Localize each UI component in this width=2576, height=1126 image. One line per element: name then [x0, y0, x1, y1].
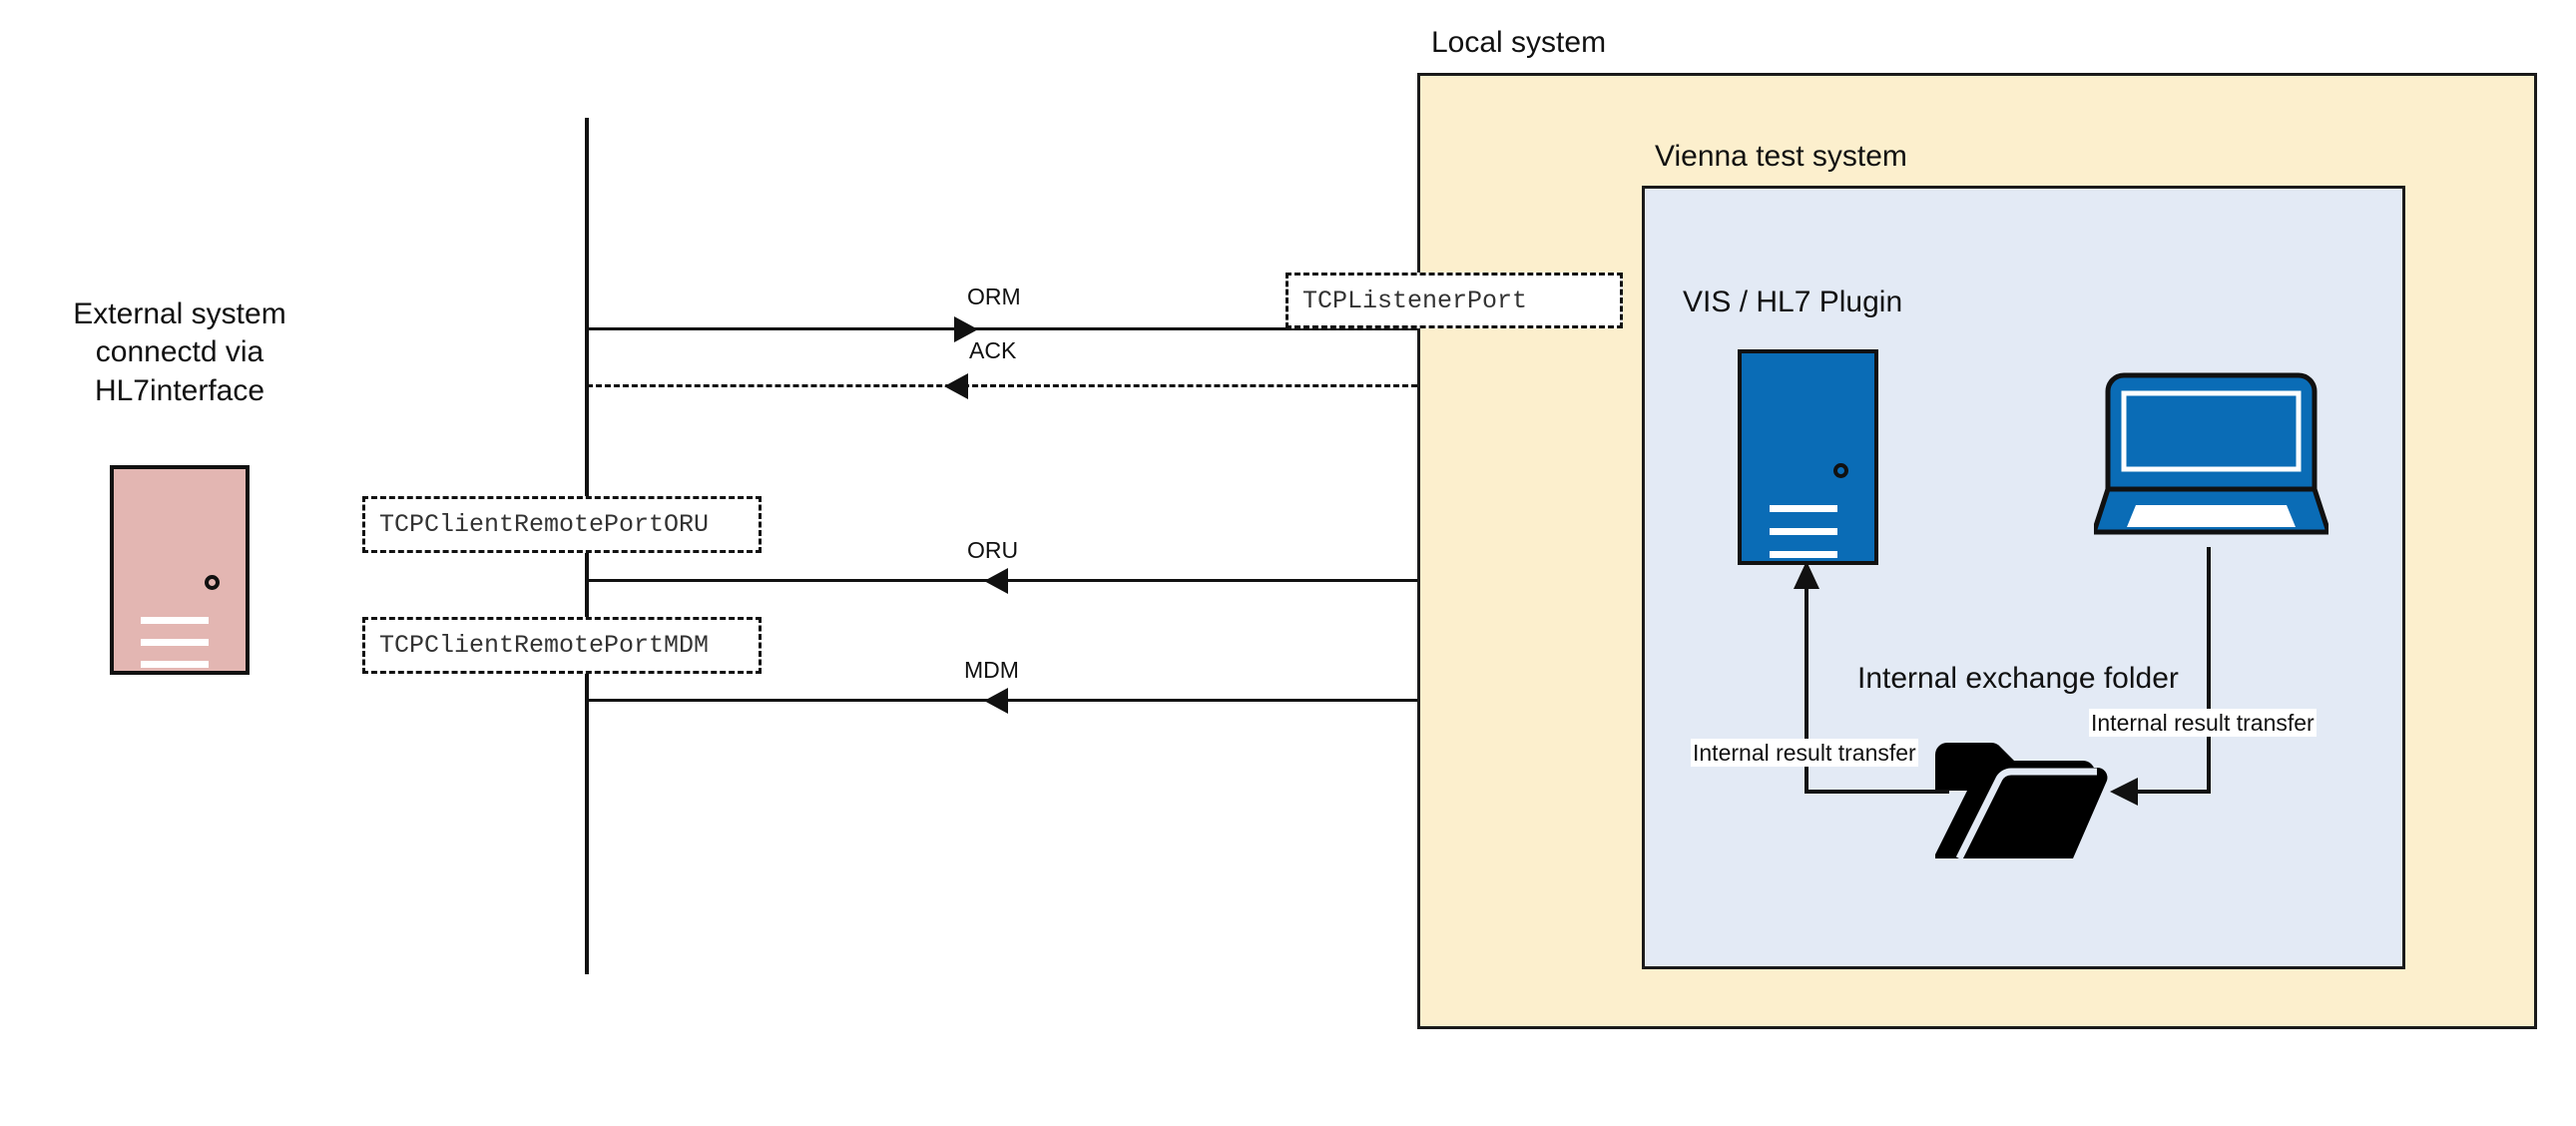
internal-transfer-left-vertical — [1804, 586, 1808, 794]
server-indicator-circle — [205, 575, 220, 590]
external-caption-line-2: connectd via — [95, 335, 264, 369]
vis-hl7-plugin-server-icon — [1738, 349, 1878, 565]
external-system-caption: External system connectd via HL7interfac… — [0, 295, 359, 410]
server-slot-bar — [141, 639, 209, 646]
workstation-laptop-icon — [2090, 369, 2332, 547]
message-arrowhead-ack — [944, 373, 968, 399]
server-slot-bar — [141, 661, 209, 668]
server-indicator-circle — [1833, 463, 1848, 478]
vis-hl7-plugin-label: VIS / HL7 Plugin — [1683, 285, 1903, 318]
internal-exchange-folder-icon — [1931, 737, 2111, 866]
internal-transfer-right-vertical — [2207, 547, 2211, 794]
message-label-ack: ACK — [969, 337, 1017, 363]
server-slot-bar — [1770, 551, 1837, 558]
local-system-label: Local system — [1431, 26, 1607, 59]
server-slot-bar — [1770, 528, 1837, 535]
external-caption-line-3: HL7interface — [94, 373, 265, 407]
external-server-icon — [110, 465, 250, 675]
internal-exchange-folder-label: Internal exchange folder — [1857, 662, 2179, 695]
message-label-mdm: MDM — [964, 657, 1019, 683]
port-annotation-tcp-listener-port: TCPListenerPort — [1286, 273, 1623, 328]
internal-transfer-right-horizontal — [2136, 790, 2211, 794]
internal-result-transfer-label-right: Internal result transfer — [2089, 709, 2317, 738]
message-arrowhead-mdm — [984, 688, 1008, 714]
message-line-orm — [587, 327, 1417, 330]
internal-transfer-left-horizontal — [1804, 790, 1949, 794]
message-arrowhead-orm — [954, 316, 978, 342]
port-annotation-tcp-client-remote-port-oru: TCPClientRemotePortORU — [362, 496, 762, 553]
internal-transfer-right-arrowhead — [2110, 778, 2138, 811]
internal-result-transfer-label-left: Internal result transfer — [1691, 739, 1918, 768]
vienna-test-system-label: Vienna test system — [1655, 140, 1907, 173]
external-caption-line-1: External system — [73, 297, 286, 330]
message-label-oru: ORU — [967, 537, 1019, 563]
server-slot-bar — [1770, 505, 1837, 512]
message-arrowhead-oru — [984, 568, 1008, 594]
message-label-orm: ORM — [967, 283, 1021, 309]
port-annotation-tcp-client-remote-port-mdm: TCPClientRemotePortMDM — [362, 617, 762, 674]
internal-transfer-left-arrowhead — [1794, 561, 1819, 594]
message-line-ack — [587, 384, 1417, 387]
server-slot-bar — [141, 617, 209, 624]
